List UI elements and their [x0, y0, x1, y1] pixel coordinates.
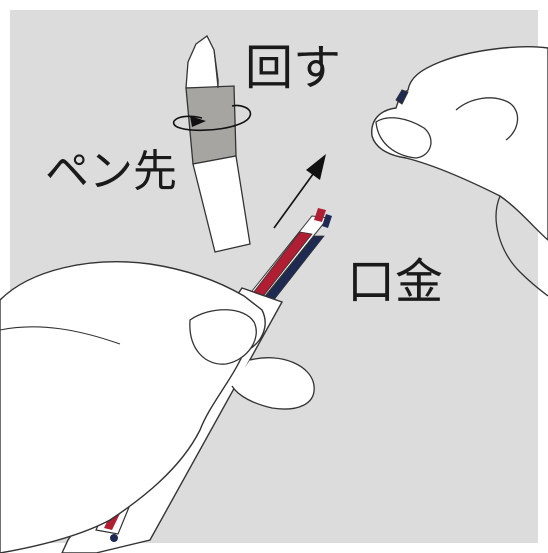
left-hand	[0, 261, 315, 553]
ferrule-label: 口金	[347, 254, 444, 310]
pen-tip-label: ペン先	[45, 146, 177, 197]
pen-tip-part	[185, 35, 251, 253]
rotate-arrow-icon	[173, 104, 252, 132]
direction-arrow-icon	[273, 154, 326, 229]
rotate-label: 回す	[245, 40, 342, 96]
right-hand	[371, 46, 548, 297]
pen-tip-nose	[185, 35, 219, 89]
pen-tip-body	[192, 155, 251, 253]
